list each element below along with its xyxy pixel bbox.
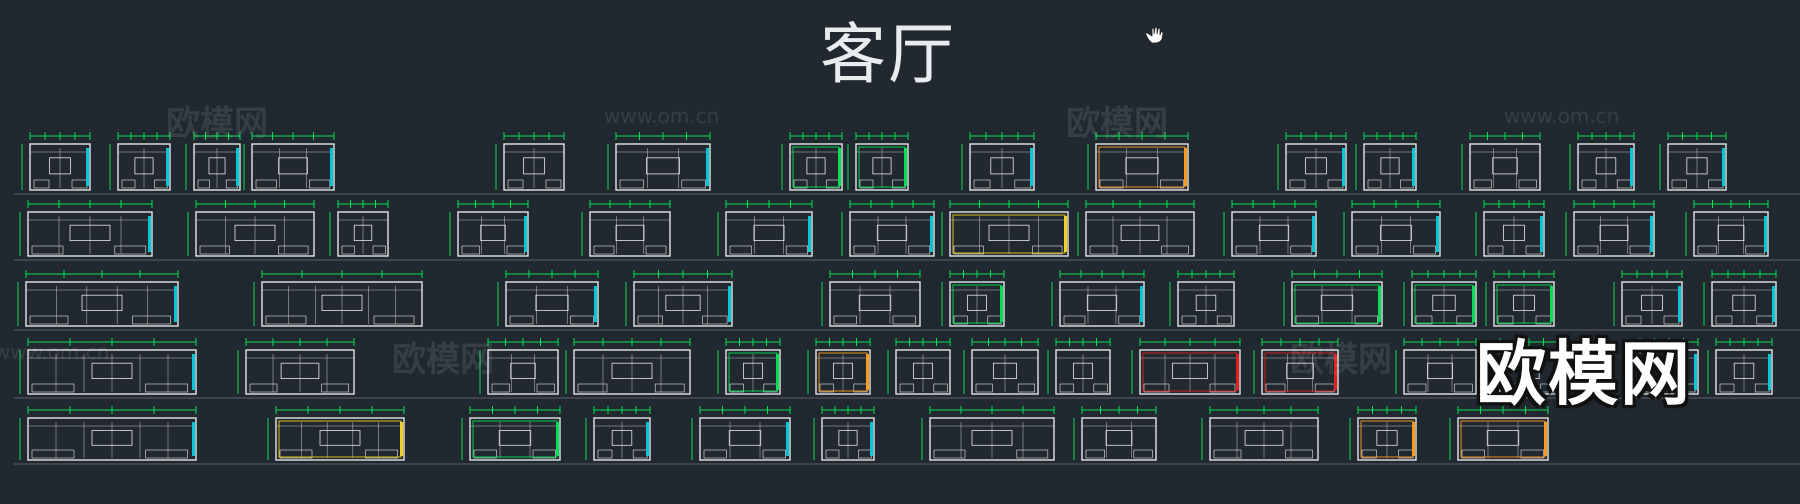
elevation-drawing[interactable] xyxy=(1395,338,1477,395)
elevation-drawing[interactable] xyxy=(1703,270,1777,327)
elevation-drawing[interactable] xyxy=(847,132,909,191)
elevation-drawing[interactable] xyxy=(237,338,355,395)
elevation-drawing[interactable] xyxy=(963,338,1039,395)
elevation-drawing[interactable] xyxy=(1087,132,1189,191)
brand-logo-overlay: 欧模网 xyxy=(1476,333,1692,415)
elevation-drawing[interactable] xyxy=(1569,132,1635,191)
elevation-drawing[interactable] xyxy=(807,338,871,395)
elevation-drawing[interactable] xyxy=(1343,200,1441,257)
elevation-drawing[interactable] xyxy=(625,270,733,327)
elevation-drawing[interactable] xyxy=(1707,338,1773,395)
elevation-drawing[interactable] xyxy=(821,270,921,327)
elevation-drawing[interactable] xyxy=(941,270,1005,327)
watermark-url: www.om.cn xyxy=(0,340,110,364)
watermark-logo: 欧模网 xyxy=(1290,340,1392,380)
elevation-drawing[interactable] xyxy=(1201,406,1319,461)
elevation-drawing[interactable] xyxy=(1355,132,1417,191)
elevation-drawing[interactable] xyxy=(109,132,171,191)
elevation-drawing[interactable] xyxy=(495,132,565,191)
elevation-drawing[interactable] xyxy=(19,200,153,257)
elevation-drawing[interactable] xyxy=(1131,338,1241,395)
elevation-drawing[interactable] xyxy=(581,200,671,257)
elevation-drawing[interactable] xyxy=(1169,270,1235,327)
elevation-drawing[interactable] xyxy=(449,200,529,257)
elevation-drawing[interactable] xyxy=(781,132,843,191)
elevation-drawing[interactable] xyxy=(329,200,389,257)
elevation-drawing[interactable] xyxy=(187,200,315,257)
elevation-drawing[interactable] xyxy=(941,200,1069,257)
elevation-drawing[interactable] xyxy=(185,132,241,191)
elevation-drawing[interactable] xyxy=(253,270,423,327)
elevation-drawing[interactable] xyxy=(813,406,875,461)
elevation-drawing[interactable] xyxy=(717,200,813,257)
elevation-drawing[interactable] xyxy=(243,132,335,191)
watermark-logo: 欧模网 xyxy=(166,104,268,144)
elevation-drawing[interactable] xyxy=(1475,200,1545,257)
watermark-logo: 欧模网 xyxy=(392,340,494,380)
elevation-drawing[interactable] xyxy=(565,338,691,395)
elevation-drawing[interactable] xyxy=(21,132,91,191)
elevation-drawing[interactable] xyxy=(1047,338,1111,395)
elevation-drawing[interactable] xyxy=(1631,338,1699,395)
elevation-drawing[interactable] xyxy=(921,406,1055,461)
elevation-drawing[interactable] xyxy=(691,406,791,461)
elevation-drawing[interactable] xyxy=(607,132,711,191)
elevation-drawing[interactable] xyxy=(717,338,781,395)
elevation-drawing[interactable] xyxy=(585,406,651,461)
elevation-drawing[interactable] xyxy=(1403,270,1477,327)
watermark-url: www.om.cn xyxy=(1504,104,1620,128)
elevation-drawing[interactable] xyxy=(1253,338,1339,395)
elevation-drawing[interactable] xyxy=(1685,200,1769,257)
elevation-drawing[interactable] xyxy=(961,132,1035,191)
drawing-title: 客厅 xyxy=(820,16,956,93)
elevation-drawing[interactable] xyxy=(1613,270,1683,327)
hand-cursor-icon xyxy=(1145,26,1164,44)
elevation-drawing[interactable] xyxy=(1449,406,1549,461)
elevation-drawing[interactable] xyxy=(1077,200,1195,257)
watermark-logo: 欧模网 xyxy=(1066,104,1168,144)
elevation-drawing[interactable] xyxy=(1349,406,1417,461)
elevation-drawing[interactable] xyxy=(1461,132,1541,191)
elevation-drawing[interactable] xyxy=(1491,338,1559,395)
elevation-drawing[interactable] xyxy=(1565,200,1655,257)
elevation-drawing[interactable] xyxy=(1051,270,1145,327)
elevation-drawing[interactable] xyxy=(1659,132,1727,191)
elevation-drawing[interactable] xyxy=(461,406,561,461)
elevation-drawing[interactable] xyxy=(19,338,197,395)
elevation-drawing[interactable] xyxy=(1283,270,1383,327)
elevation-drawing[interactable] xyxy=(497,270,599,327)
elevation-drawing[interactable] xyxy=(1485,270,1555,327)
elevation-drawing[interactable] xyxy=(1277,132,1347,191)
watermark-url: www.om.cn xyxy=(604,104,720,128)
elevation-drawing[interactable] xyxy=(479,338,559,395)
elevation-drawing[interactable] xyxy=(1073,406,1157,461)
elevation-drawing[interactable] xyxy=(267,406,405,461)
elevation-drawing[interactable] xyxy=(17,270,179,327)
elevation-drawing[interactable] xyxy=(19,406,197,461)
elevation-drawing[interactable] xyxy=(887,338,951,395)
elevation-drawing[interactable] xyxy=(841,200,935,257)
elevation-drawing[interactable] xyxy=(1223,200,1317,257)
